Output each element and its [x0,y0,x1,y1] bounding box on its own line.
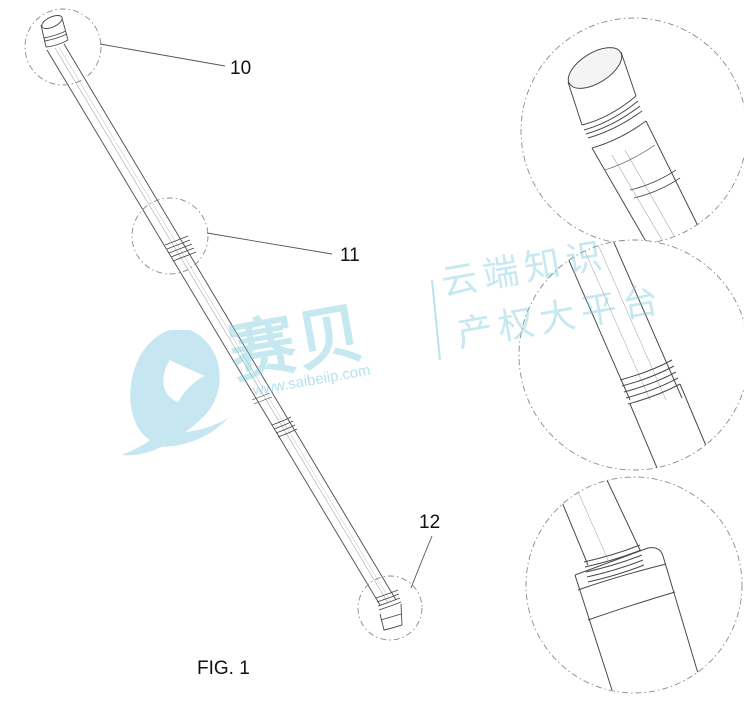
leader-line-12 [410,535,433,589]
figure-caption: FIG. 1 [197,658,250,679]
detail-view-joint [518,239,744,471]
watermark-divider [431,279,441,361]
elongated-rod [40,15,403,631]
detail-view-end-fitting [525,476,743,694]
reference-label-12: 12 [419,512,441,533]
reference-label-10: 10 [230,58,252,79]
leader-lines [99,43,433,589]
watermark-logo-icon [122,330,228,456]
detail-view-cap [520,17,744,245]
callout-circle-11 [131,197,209,275]
callout-circle-12 [357,575,423,641]
reference-label-11: 11 [340,245,360,266]
callout-circles [24,8,423,641]
callout-circle-10 [24,8,102,86]
leader-line-10 [99,43,226,67]
leader-line-11 [206,232,333,255]
